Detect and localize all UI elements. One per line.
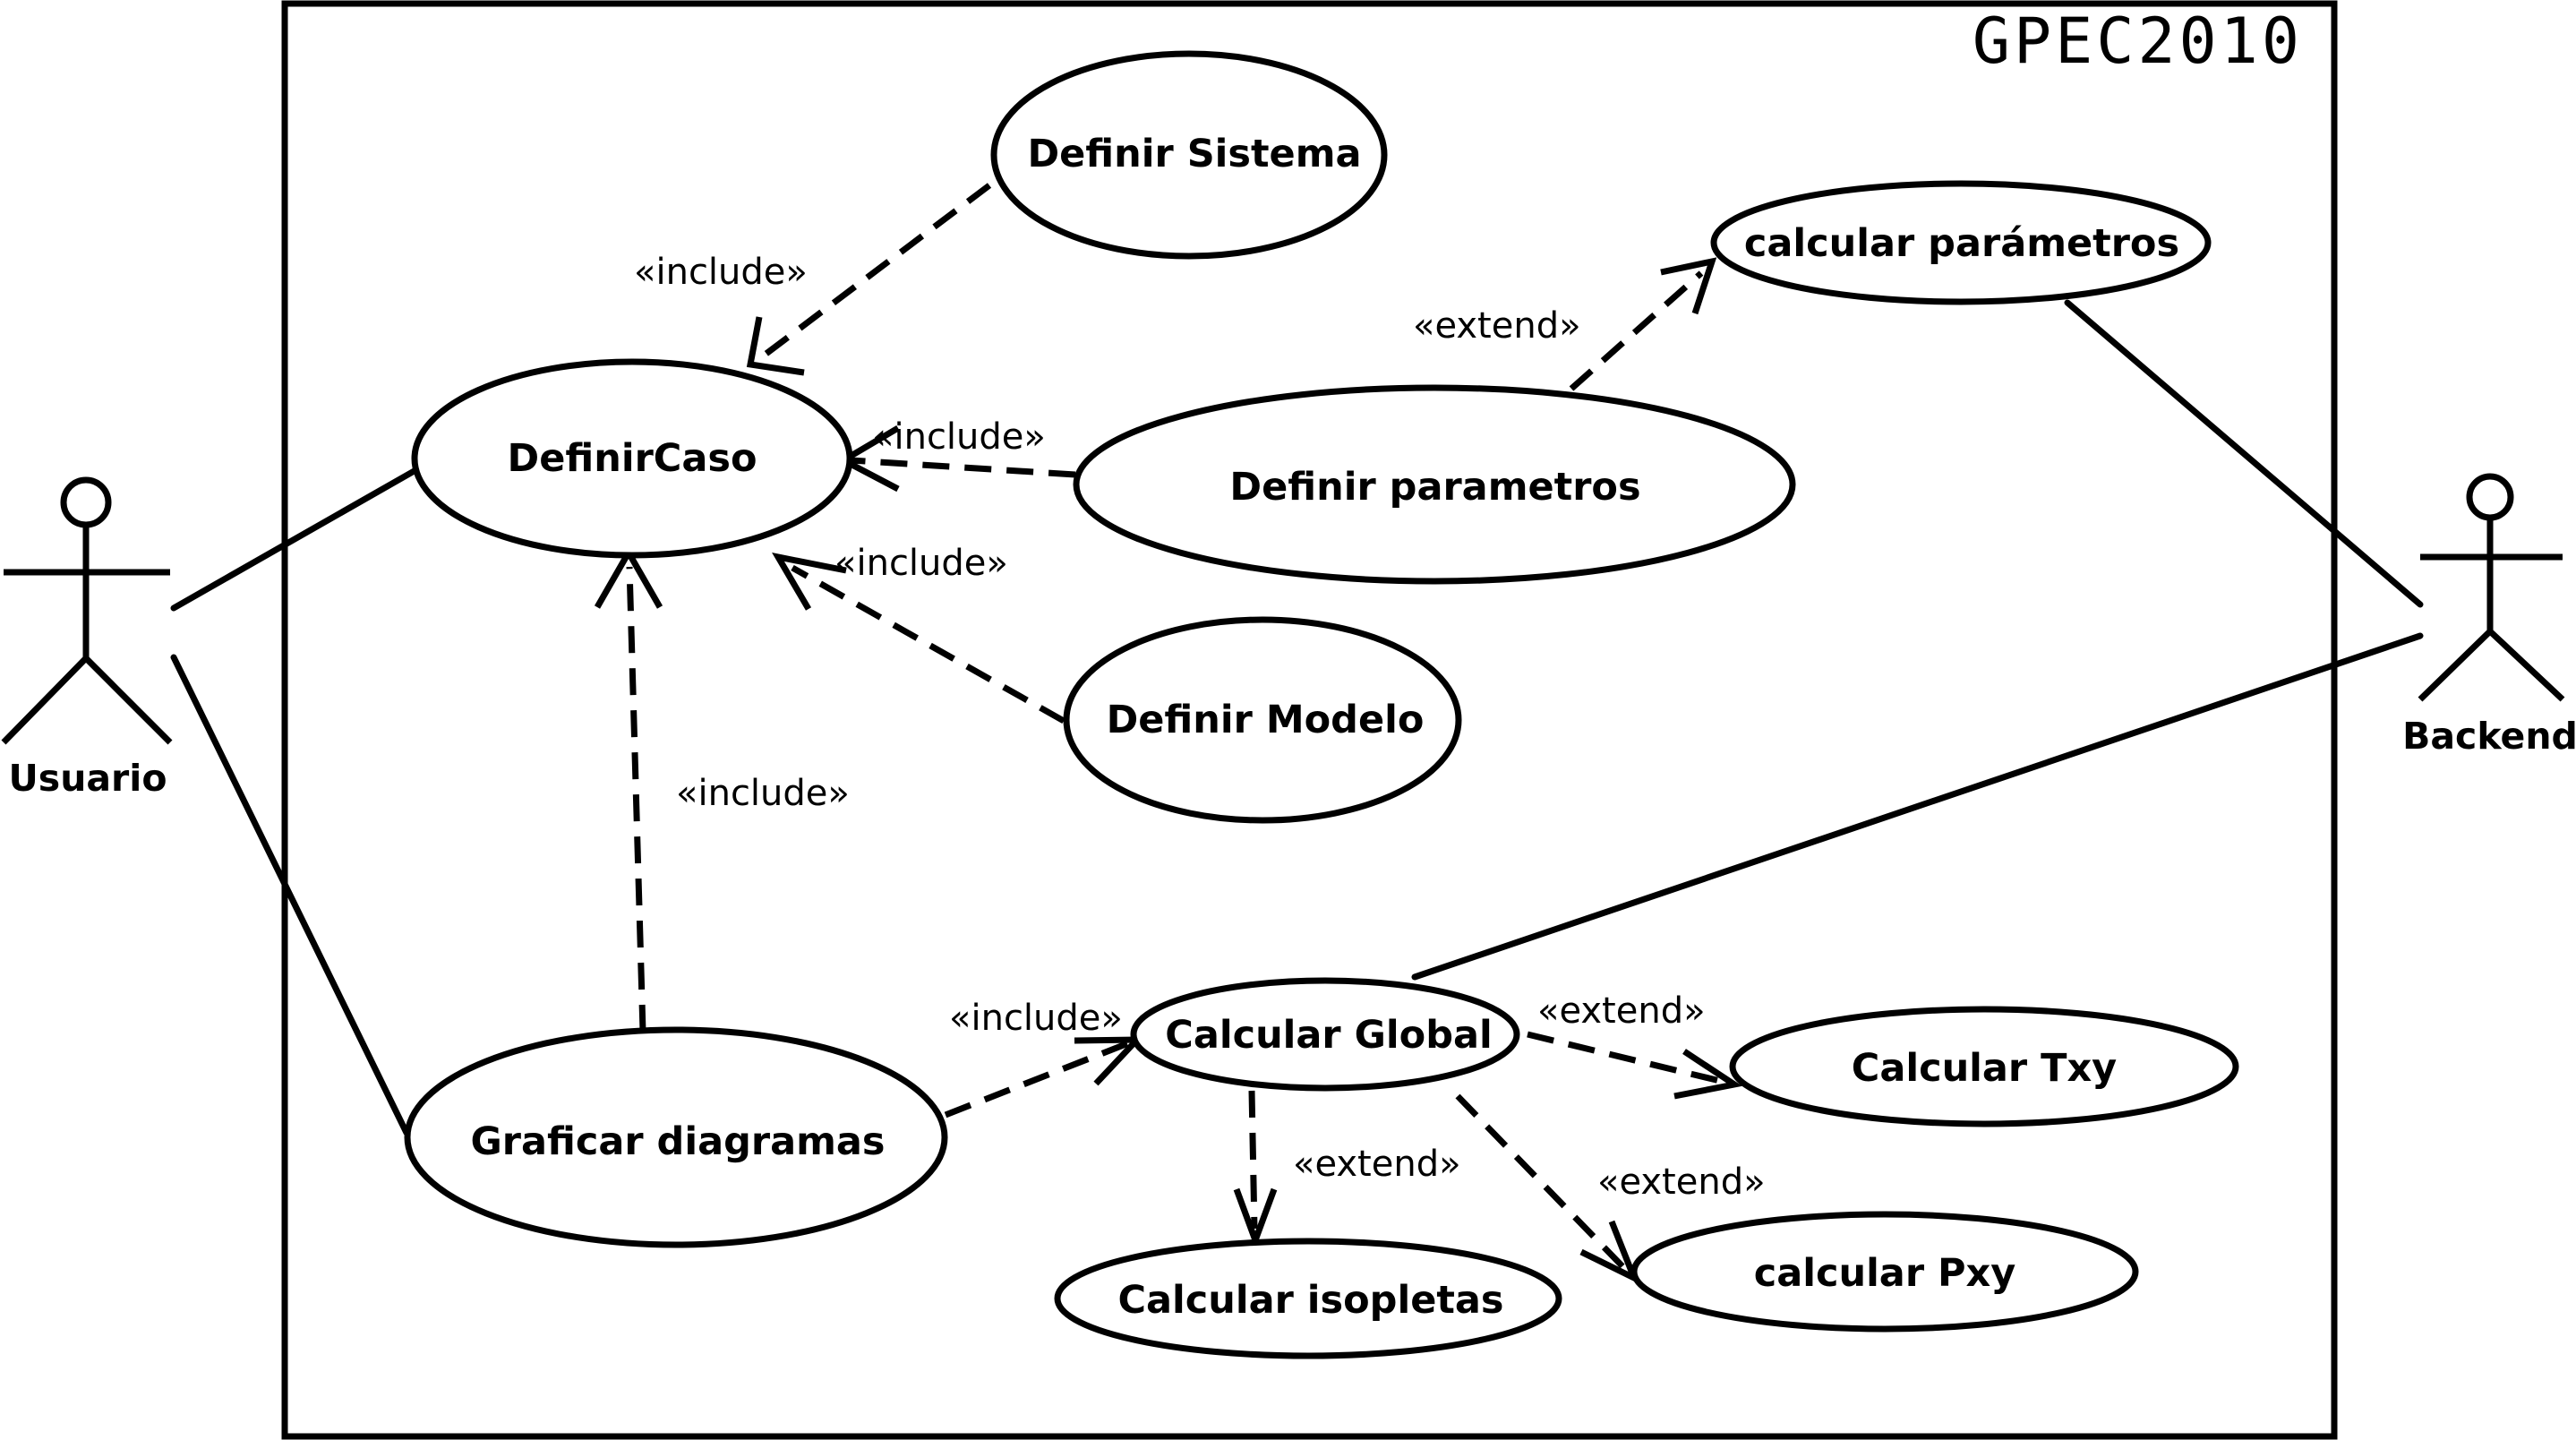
use-case-calcular-txy[interactable]: Calcular Txy (1729, 1006, 2239, 1127)
extend-arrowhead-parametros (1660, 257, 1717, 315)
association-usuario-definircaso (170, 466, 421, 612)
use-case-calcular-txy-label: Calcular Txy (1852, 1046, 2117, 1091)
use-case-definir-sistema[interactable]: Definir Sistema (990, 50, 1388, 260)
use-case-definir-modelo[interactable]: Definir Modelo (1063, 616, 1462, 824)
include-arrowhead-modelo (772, 553, 847, 611)
actor-usuario-label: Usuario (9, 757, 167, 800)
actor-usuario-leg-right (83, 656, 173, 745)
include-line-modelo (791, 564, 1065, 724)
stereotype-include-global: «include» (949, 998, 1123, 1039)
actor-usuario[interactable]: Usuario (1, 476, 173, 800)
use-case-graficar-diagramas-shape (404, 1026, 948, 1248)
use-case-graficar-diagramas-label: Graficar diagramas (470, 1119, 885, 1164)
extend-line-isopletas (1248, 1090, 1258, 1230)
actor-usuario-head (60, 476, 112, 528)
system-boundary (281, 0, 2338, 1440)
use-case-definir-sistema-label: Definir Sistema (1027, 132, 1361, 176)
use-case-definircaso-label: DefinirCaso (508, 436, 757, 481)
association-usuario-graficar (170, 654, 410, 1136)
include-line-global (944, 1040, 1130, 1119)
actor-backend[interactable]: Backend (2402, 473, 2576, 758)
stereotype-extend-pxy: «extend» (1597, 1161, 1766, 1203)
stereotype-include-modelo: «include» (834, 543, 1008, 584)
stereotype-include-parametros: «include» (872, 416, 1046, 458)
include-line-graficar (626, 566, 646, 1033)
association-backend-calcular-global (1411, 632, 2424, 981)
use-case-calcular-txy-shape (1729, 1006, 2239, 1127)
actor-backend-leg-left (2418, 629, 2493, 702)
use-case-calcular-global[interactable]: Calcular Global (1130, 977, 1520, 1092)
use-case-calcular-parametros-shape (1710, 180, 2212, 305)
use-case-calcular-pxy-shape (1630, 1211, 2139, 1333)
include-arrowhead-sistema (746, 316, 805, 376)
stereotype-extend-parametros: «extend» (1413, 305, 1581, 347)
use-case-calcular-parametros[interactable]: calcular parámetros (1710, 180, 2212, 305)
use-case-calcular-parametros-label: calcular parámetros (1744, 221, 2179, 266)
include-line-parametros (850, 457, 1076, 478)
stereotype-extend-txy: «extend» (1537, 990, 1706, 1032)
system-title: GPEC2010 (1973, 4, 2303, 78)
use-case-calcular-isopletas-label: Calcular isopletas (1117, 1278, 1503, 1323)
use-case-calcular-pxy[interactable]: calcular Pxy (1630, 1211, 2139, 1333)
extend-line-txy (1527, 1031, 1724, 1085)
use-case-definir-modelo-label: Definir Modelo (1107, 698, 1425, 742)
extend-arrowhead-txy (1673, 1049, 1743, 1100)
stereotype-extend-isopletas: «extend» (1293, 1144, 1461, 1185)
use-case-calcular-pxy-label: calcular Pxy (1754, 1251, 2016, 1296)
use-case-definir-sistema-shape (990, 50, 1388, 260)
use-case-definircaso-shape (411, 358, 853, 559)
stereotype-include-graficar: «include» (676, 773, 850, 814)
use-case-calcular-global-label: Calcular Global (1165, 1013, 1492, 1058)
use-case-graficar-diagramas[interactable]: Graficar diagramas (404, 1026, 948, 1248)
use-case-definir-modelo-shape (1063, 616, 1462, 824)
extend-line-parametros (1569, 270, 1704, 391)
stereotype-include-sistema: «include» (634, 252, 808, 293)
use-case-definir-parametros-label: Definir parametros (1229, 465, 1640, 510)
use-case-calcular-global-shape (1130, 977, 1520, 1092)
actor-backend-leg-right (2487, 629, 2565, 702)
use-case-definir-parametros[interactable]: Definir parametros (1073, 384, 1796, 585)
use-case-calcular-isopletas-shape (1054, 1238, 1562, 1359)
actor-backend-label: Backend (2402, 715, 2576, 758)
use-case-calcular-isopletas[interactable]: Calcular isopletas (1054, 1238, 1562, 1359)
association-backend-calcular-parametros (2064, 299, 2424, 608)
use-case-definir-parametros-shape (1073, 384, 1796, 585)
actor-backend-head (2466, 473, 2514, 521)
include-line-sistema (757, 183, 992, 361)
use-case-definircaso[interactable]: DefinirCaso (411, 358, 853, 559)
actor-usuario-leg-left (1, 656, 89, 745)
